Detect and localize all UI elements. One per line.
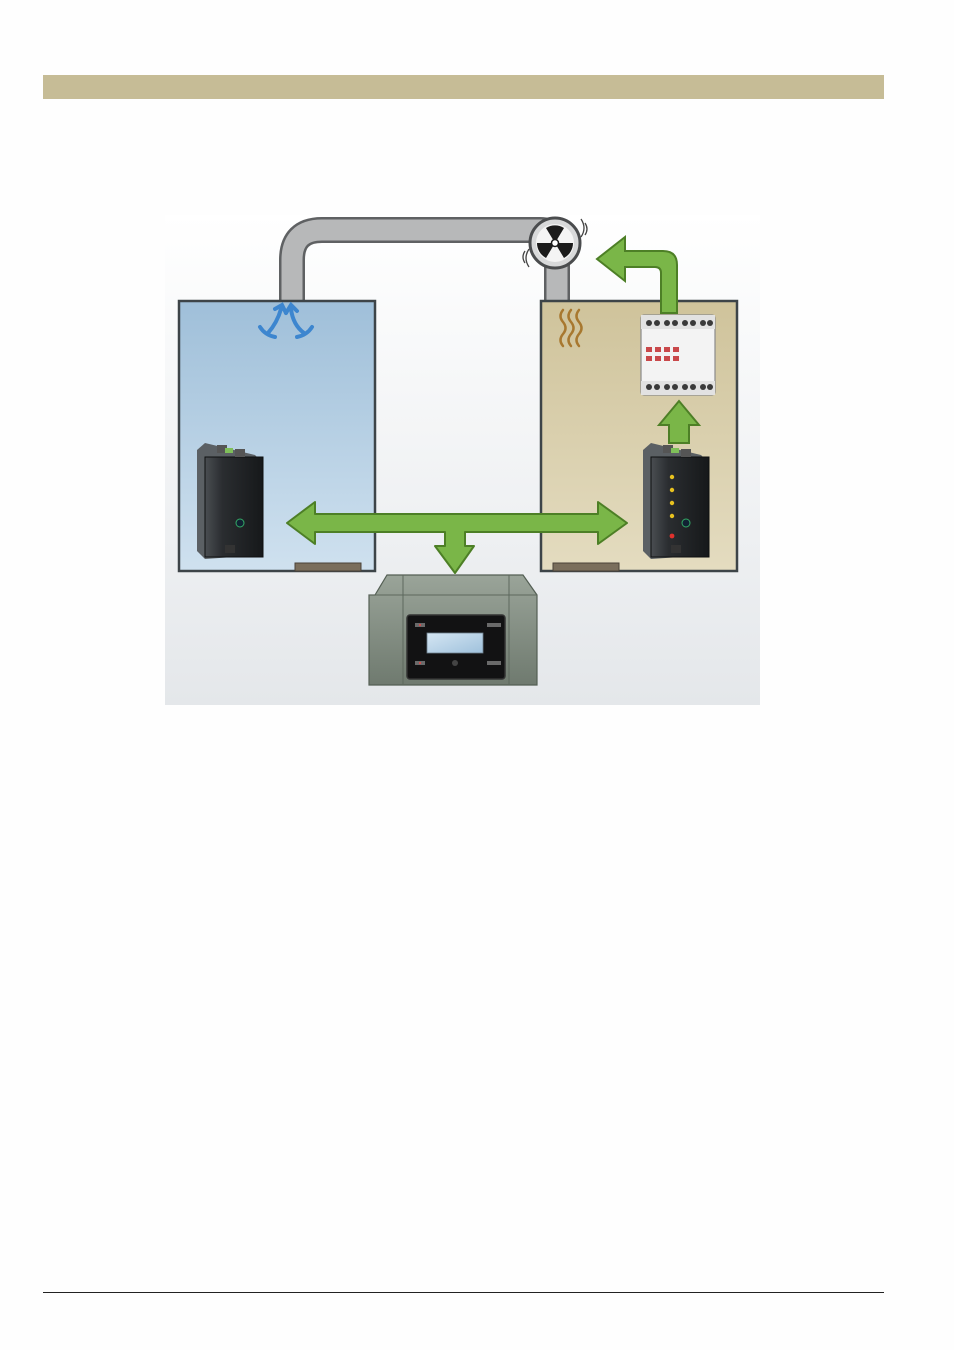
control-panel xyxy=(369,575,537,685)
header-band xyxy=(43,75,884,99)
controller-left xyxy=(197,443,263,559)
ventilation-diagram xyxy=(165,205,765,710)
relay-module xyxy=(641,315,715,395)
controller-right xyxy=(643,443,709,559)
footer-rule xyxy=(43,1292,884,1293)
